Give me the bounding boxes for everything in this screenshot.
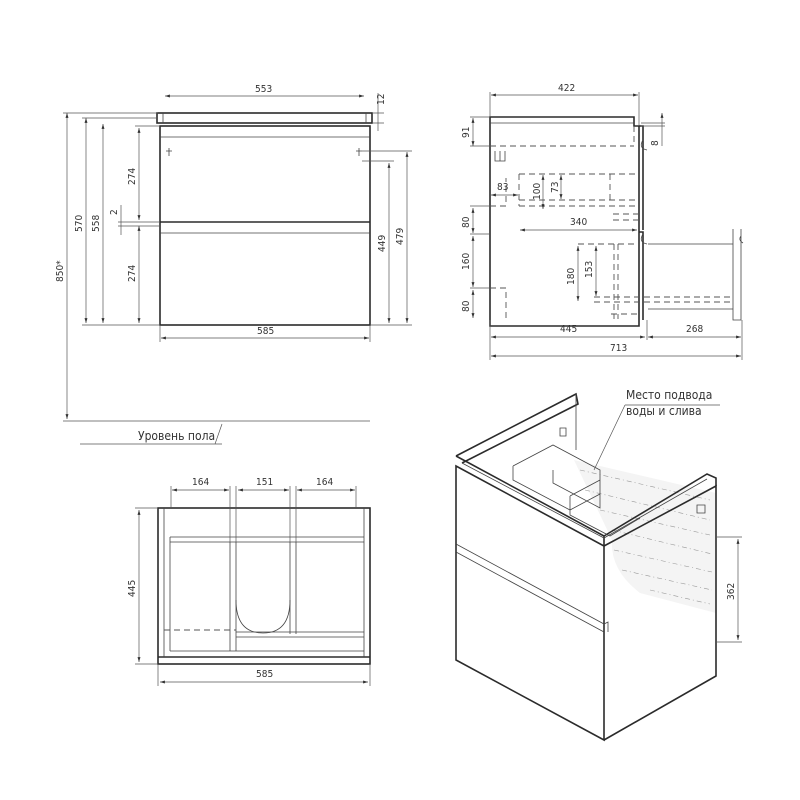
dim-479: 479 (395, 228, 406, 245)
dim-850: 850* (55, 260, 66, 282)
dim-558: 558 (91, 215, 102, 232)
dim-422: 422 (558, 83, 575, 94)
dim-2: 2 (109, 209, 120, 215)
siphon-cutout (235, 599, 291, 634)
dim-449: 449 (377, 235, 388, 252)
wall-bracket-icons (559, 427, 706, 514)
callout-line2: воды и слива (626, 404, 702, 418)
dim-445: 445 (560, 324, 577, 335)
dim-585: 585 (257, 326, 274, 337)
dim-340: 340 (570, 217, 587, 228)
dim-151: 151 (256, 477, 273, 488)
dim-100: 100 (532, 183, 543, 200)
floor-label: Уровень пола (138, 429, 215, 443)
side-panel (489, 116, 640, 327)
side-view: 422 91 8 83 100 73 340 80 160 80 180 153… (461, 83, 744, 360)
front-view: 553 12 850* Уровень пола 570 558 274 274… (55, 84, 412, 445)
cabinet-side (603, 484, 717, 741)
dim-164-left: 164 (192, 477, 209, 488)
dim-713: 713 (610, 343, 627, 354)
callout-line1: Место подвода (626, 388, 712, 402)
dim-362: 362 (726, 583, 737, 600)
top-outline (157, 507, 371, 665)
dim-8: 8 (650, 140, 661, 146)
dim-268: 268 (686, 324, 703, 335)
dim-585-top: 585 (256, 669, 273, 680)
dim-80-lower: 80 (461, 300, 472, 312)
dim-164-right: 164 (316, 477, 333, 488)
countertop (156, 112, 373, 124)
dim-73: 73 (550, 182, 561, 193)
dim-91: 91 (461, 127, 472, 138)
dim-160: 160 (461, 253, 472, 270)
dim-180: 180 (566, 268, 577, 285)
cabinet-body (159, 125, 371, 326)
iso-view: Место подвода воды и слива 362 (455, 388, 742, 742)
mount-hole-icons (166, 148, 362, 156)
dim-570: 570 (74, 215, 85, 232)
hatched-zone (574, 460, 716, 613)
dim-83: 83 (497, 182, 508, 193)
dim-445-top: 445 (127, 580, 138, 597)
top-view: 164 151 164 445 585 (127, 477, 371, 686)
dim-274-upper: 274 (127, 168, 138, 185)
dim-274-lower: 274 (127, 265, 138, 282)
dim-80-upper: 80 (461, 216, 472, 228)
dim-553: 553 (255, 84, 272, 95)
dim-12: 12 (376, 94, 387, 105)
dim-153: 153 (584, 261, 595, 278)
cabinet-front (455, 464, 605, 742)
